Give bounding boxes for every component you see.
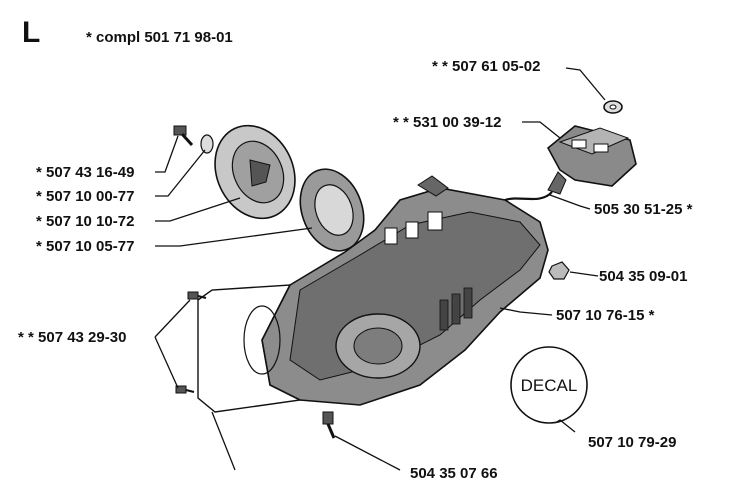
label-507-10-76-15: 507 10 76-15 * — [556, 307, 655, 324]
parts-drawing: DECAL — [173, 100, 637, 439]
label-504-35-09-01: 504 35 09-01 — [599, 268, 687, 285]
label-504-35-07-66: 504 35 07 66 — [410, 465, 498, 478]
gasket-plate-part — [197, 284, 303, 413]
spring-cassette-part — [299, 168, 365, 252]
label-507-61-05-02: * * 507 61 05-02 — [432, 58, 540, 75]
part-labels: * * 507 61 05-02 * * 531 00 39-12 505 30… — [18, 58, 693, 478]
label-507-10-79-29: 507 10 79-29 — [588, 434, 676, 451]
assembly-note: * compl 501 71 98-01 — [86, 29, 233, 46]
decal-text: DECAL — [521, 376, 578, 395]
label-507-10-10-72: * 507 10 10-72 — [36, 213, 134, 230]
label-507-43-16-49: * 507 43 16-49 — [36, 164, 134, 181]
label-507-43-29-30: * * 507 43 29-30 — [18, 329, 126, 346]
screw-part-plate-bottom — [175, 385, 195, 394]
pulley-part — [214, 124, 296, 220]
label-507-10-05-77: * 507 10 05-77 — [36, 238, 134, 255]
screw-part-bottom — [322, 411, 336, 439]
label-507-10-00-77: * 507 10 00-77 — [36, 188, 134, 205]
section-letter: L — [22, 16, 40, 49]
screw-part-plate-top — [187, 291, 207, 300]
screw-part-top — [173, 125, 194, 147]
washer-part — [603, 100, 623, 114]
decal-part: DECAL — [510, 346, 588, 424]
label-505-30-51-25: 505 30 51-25 * — [594, 201, 693, 218]
small-washer-part — [200, 134, 214, 154]
label-531-00-39-12: * * 531 00 39-12 — [393, 114, 501, 131]
starter-housing-part — [261, 175, 549, 406]
starter-handle-part — [546, 125, 637, 195]
leader-lines — [154, 67, 606, 471]
nut-part — [548, 261, 570, 280]
